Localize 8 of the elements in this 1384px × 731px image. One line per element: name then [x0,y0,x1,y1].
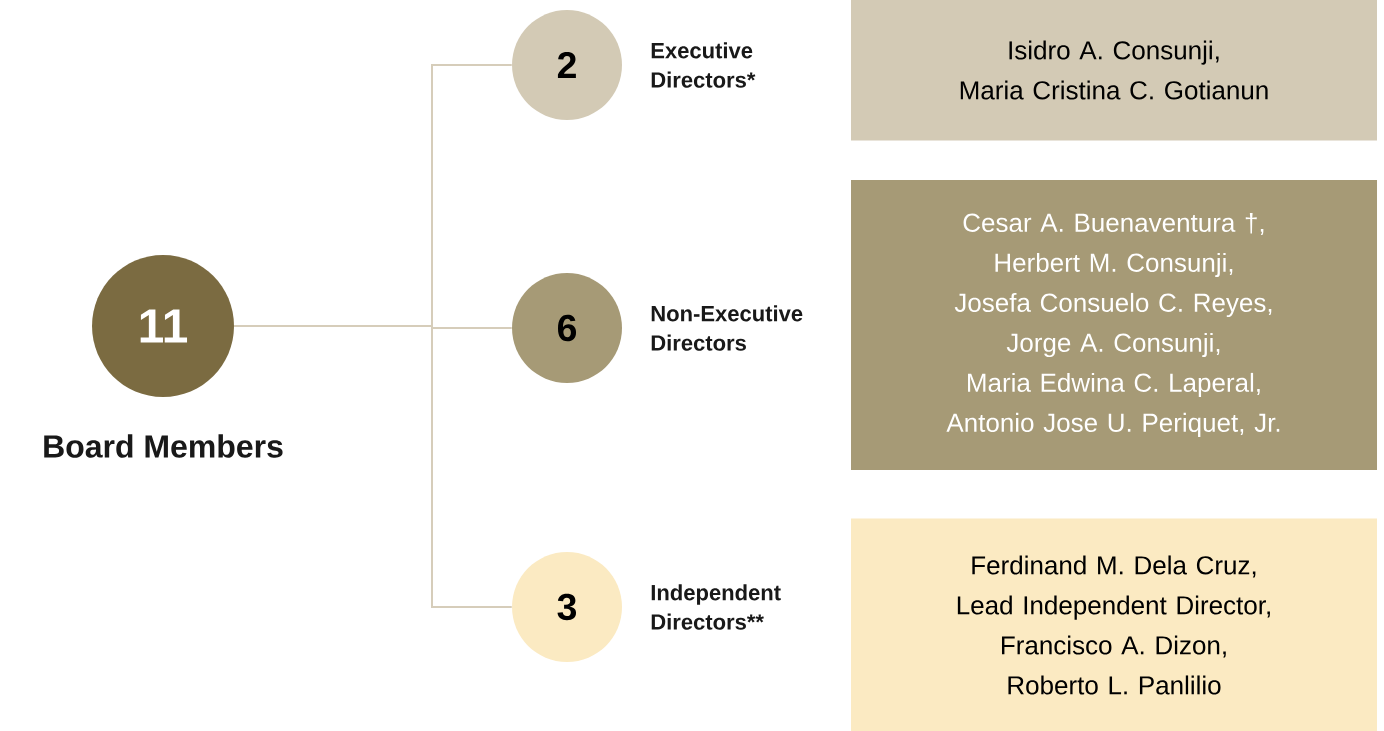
names-box: Isidro A. Consunji, Maria Cristina C. Gotianun [851,0,1377,141]
category-label: Independent Directors** [651,584,781,630]
group-label: Board Members [44,434,283,458]
names-box: Cesar A. Buenaventura †, Herbert M. Consunji, Josefa Consuelo C. Reyes, Jorge A. Consunji, Maria Edwina C. Laperal, Antonio Jose U. Periquet, Jr. [851,180,1377,470]
category-label: Non-Executive Directors [651,305,803,351]
category-label: Executive Directors* [651,42,756,88]
names-box: Ferdinand M. Dela Cruz, Lead Independent Director, Francisco A. Dizon, Roberto L. Panlilio [851,518,1377,731]
connector-line [233,325,513,608]
